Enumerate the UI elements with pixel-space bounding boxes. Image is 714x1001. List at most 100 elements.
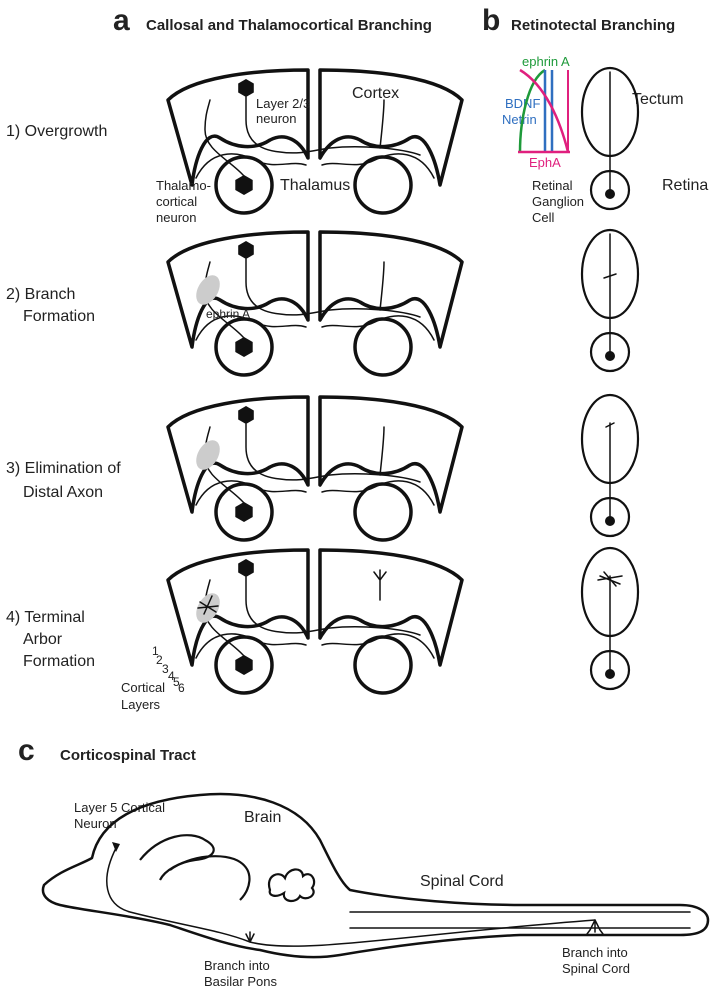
thalamus-right: [353, 317, 413, 377]
callosal-branch: [379, 261, 385, 311]
slice-stage-4: [166, 548, 464, 695]
layer23-neuron-soma: [238, 559, 254, 577]
callosal-axon: [245, 258, 421, 318]
stage-2-label-line2: Formation: [23, 308, 95, 325]
thalamocortical-label-line1: Thalamo-: [156, 178, 211, 193]
panel-a: a Callosal and Thalamocortical Branching…: [6, 4, 464, 712]
panel-c-title: Corticospinal Tract: [60, 747, 196, 764]
panel-b-title: Retinotectal Branching: [511, 17, 675, 34]
stage-4-label-line1: 4) Terminal: [6, 609, 85, 626]
gradient-diagram: ephrin A BDNF Netrin EphA: [502, 54, 570, 170]
epha-gradient-curve: [519, 68, 570, 153]
right-hemisphere: [318, 68, 464, 187]
stage-1-label: 1) Overgrowth: [6, 123, 107, 140]
cortex-label: Cortex: [352, 85, 399, 102]
left-hemisphere: [166, 548, 310, 667]
cerebellum-folds: [267, 868, 316, 903]
rgc-arbor: [597, 571, 623, 587]
corticospinal-axon: [106, 847, 596, 947]
layer23-label-line2: neuron: [256, 111, 296, 126]
panel-a-title: Callosal and Thalamocortical Branching: [146, 17, 432, 34]
pons-branch: [245, 931, 255, 943]
thalamocortical-label-line3: neuron: [156, 210, 196, 225]
spinal-cord-label: Spinal Cord: [420, 873, 504, 890]
slice-stage-1: [166, 68, 464, 215]
stage-4-label-line2: Arbor: [23, 631, 63, 648]
tectum-label: Tectum: [632, 91, 684, 108]
ephrin-a-zone: [196, 275, 220, 305]
tectum-stage-2: [580, 228, 640, 373]
ephrin-a-label: ephrin A: [206, 307, 250, 321]
layer-number-1: 1: [152, 644, 159, 658]
callosal-axon: [245, 96, 421, 156]
tectum-stage-1: [580, 66, 640, 211]
rgc-branch: [605, 422, 615, 428]
retina-label: Retina: [662, 177, 708, 194]
right-inner-boundary: [321, 633, 435, 659]
right-inner-boundary: [321, 315, 435, 341]
thalamic-neuron-soma: [235, 502, 253, 522]
layer-number-2: 2: [156, 653, 163, 667]
bdnf-label: BDNF: [505, 96, 540, 111]
spinal-cord-branch: [586, 919, 604, 935]
callosal-branch: [379, 99, 385, 149]
cortical-layers-label-line1: Cortical: [121, 680, 165, 695]
thalamocortical-label-line2: cortical: [156, 194, 197, 209]
thalamus-right: [353, 155, 413, 215]
right-inner-boundary: [321, 480, 435, 506]
thalamus-label: Thalamus: [280, 177, 350, 194]
layer-number-4: 4: [168, 669, 175, 683]
ephrin-gradient-curve: [518, 68, 546, 153]
tectum-stage-4: [580, 546, 640, 691]
thalamus-left: [214, 155, 274, 215]
panel-a-letter: a: [113, 4, 130, 37]
rgc-label-line1: Retinal: [532, 178, 573, 193]
thalamic-neuron-soma: [235, 337, 253, 357]
callosal-arbor: [373, 569, 387, 601]
rgc-label-line2: Ganglion: [532, 194, 584, 209]
brain-slices: [166, 68, 464, 695]
ephrin-a-gradient-label: ephrin A: [522, 54, 570, 69]
layer-number-5: 5: [173, 675, 180, 689]
layer23-neuron-soma: [238, 406, 254, 424]
cns-outline: [41, 792, 710, 959]
left-hemisphere: [166, 68, 310, 187]
netrin-label: Netrin: [502, 112, 537, 127]
left-hemisphere: [166, 395, 310, 514]
callosal-branch: [379, 426, 385, 476]
ephrin-a-zone: [196, 593, 220, 623]
brain-fold-2: [169, 855, 251, 901]
brain-label: Brain: [244, 809, 281, 826]
layer-number-6: 6: [178, 681, 185, 695]
panel-b: b Retinotectal Branching ephrin A BDNF N…: [482, 4, 708, 691]
callosal-axon: [245, 576, 421, 636]
slice-stage-2: [166, 230, 464, 377]
stage-3-label-line1: 3) Elimination of: [6, 460, 121, 477]
stage-2-label-line1: 2) Branch: [6, 286, 75, 303]
layer23-label-line1: Layer 2/3: [256, 96, 310, 111]
layer5-label-line2: Neuron: [74, 816, 117, 831]
thalamus-right: [353, 635, 413, 695]
thalamus-right: [353, 482, 413, 542]
thalamocortical-axon: [204, 99, 245, 177]
thalamic-neuron-soma: [235, 655, 253, 675]
thalamic-neuron-soma: [235, 175, 253, 195]
layer23-neuron-soma: [238, 241, 254, 259]
cord-branch-label-line2: Spinal Cord: [562, 961, 630, 976]
callosal-axon: [245, 423, 421, 483]
cord-branch-label-line1: Branch into: [562, 945, 628, 960]
thalamus-left: [214, 635, 274, 695]
right-hemisphere: [318, 548, 464, 667]
layer23-neuron-soma: [238, 79, 254, 97]
stage-4-label-line3: Formation: [23, 653, 95, 670]
epha-label: EphA: [529, 155, 561, 170]
cortical-layers-label-line2: Layers: [121, 697, 161, 712]
layer5-neuron-soma: [112, 842, 120, 852]
panel-c-letter: c: [18, 734, 35, 767]
panel-b-letter: b: [482, 4, 500, 37]
right-inner-boundary: [321, 153, 435, 179]
rgc-label-line3: Cell: [532, 210, 555, 225]
right-hemisphere: [318, 395, 464, 514]
thalamus-left: [214, 317, 274, 377]
